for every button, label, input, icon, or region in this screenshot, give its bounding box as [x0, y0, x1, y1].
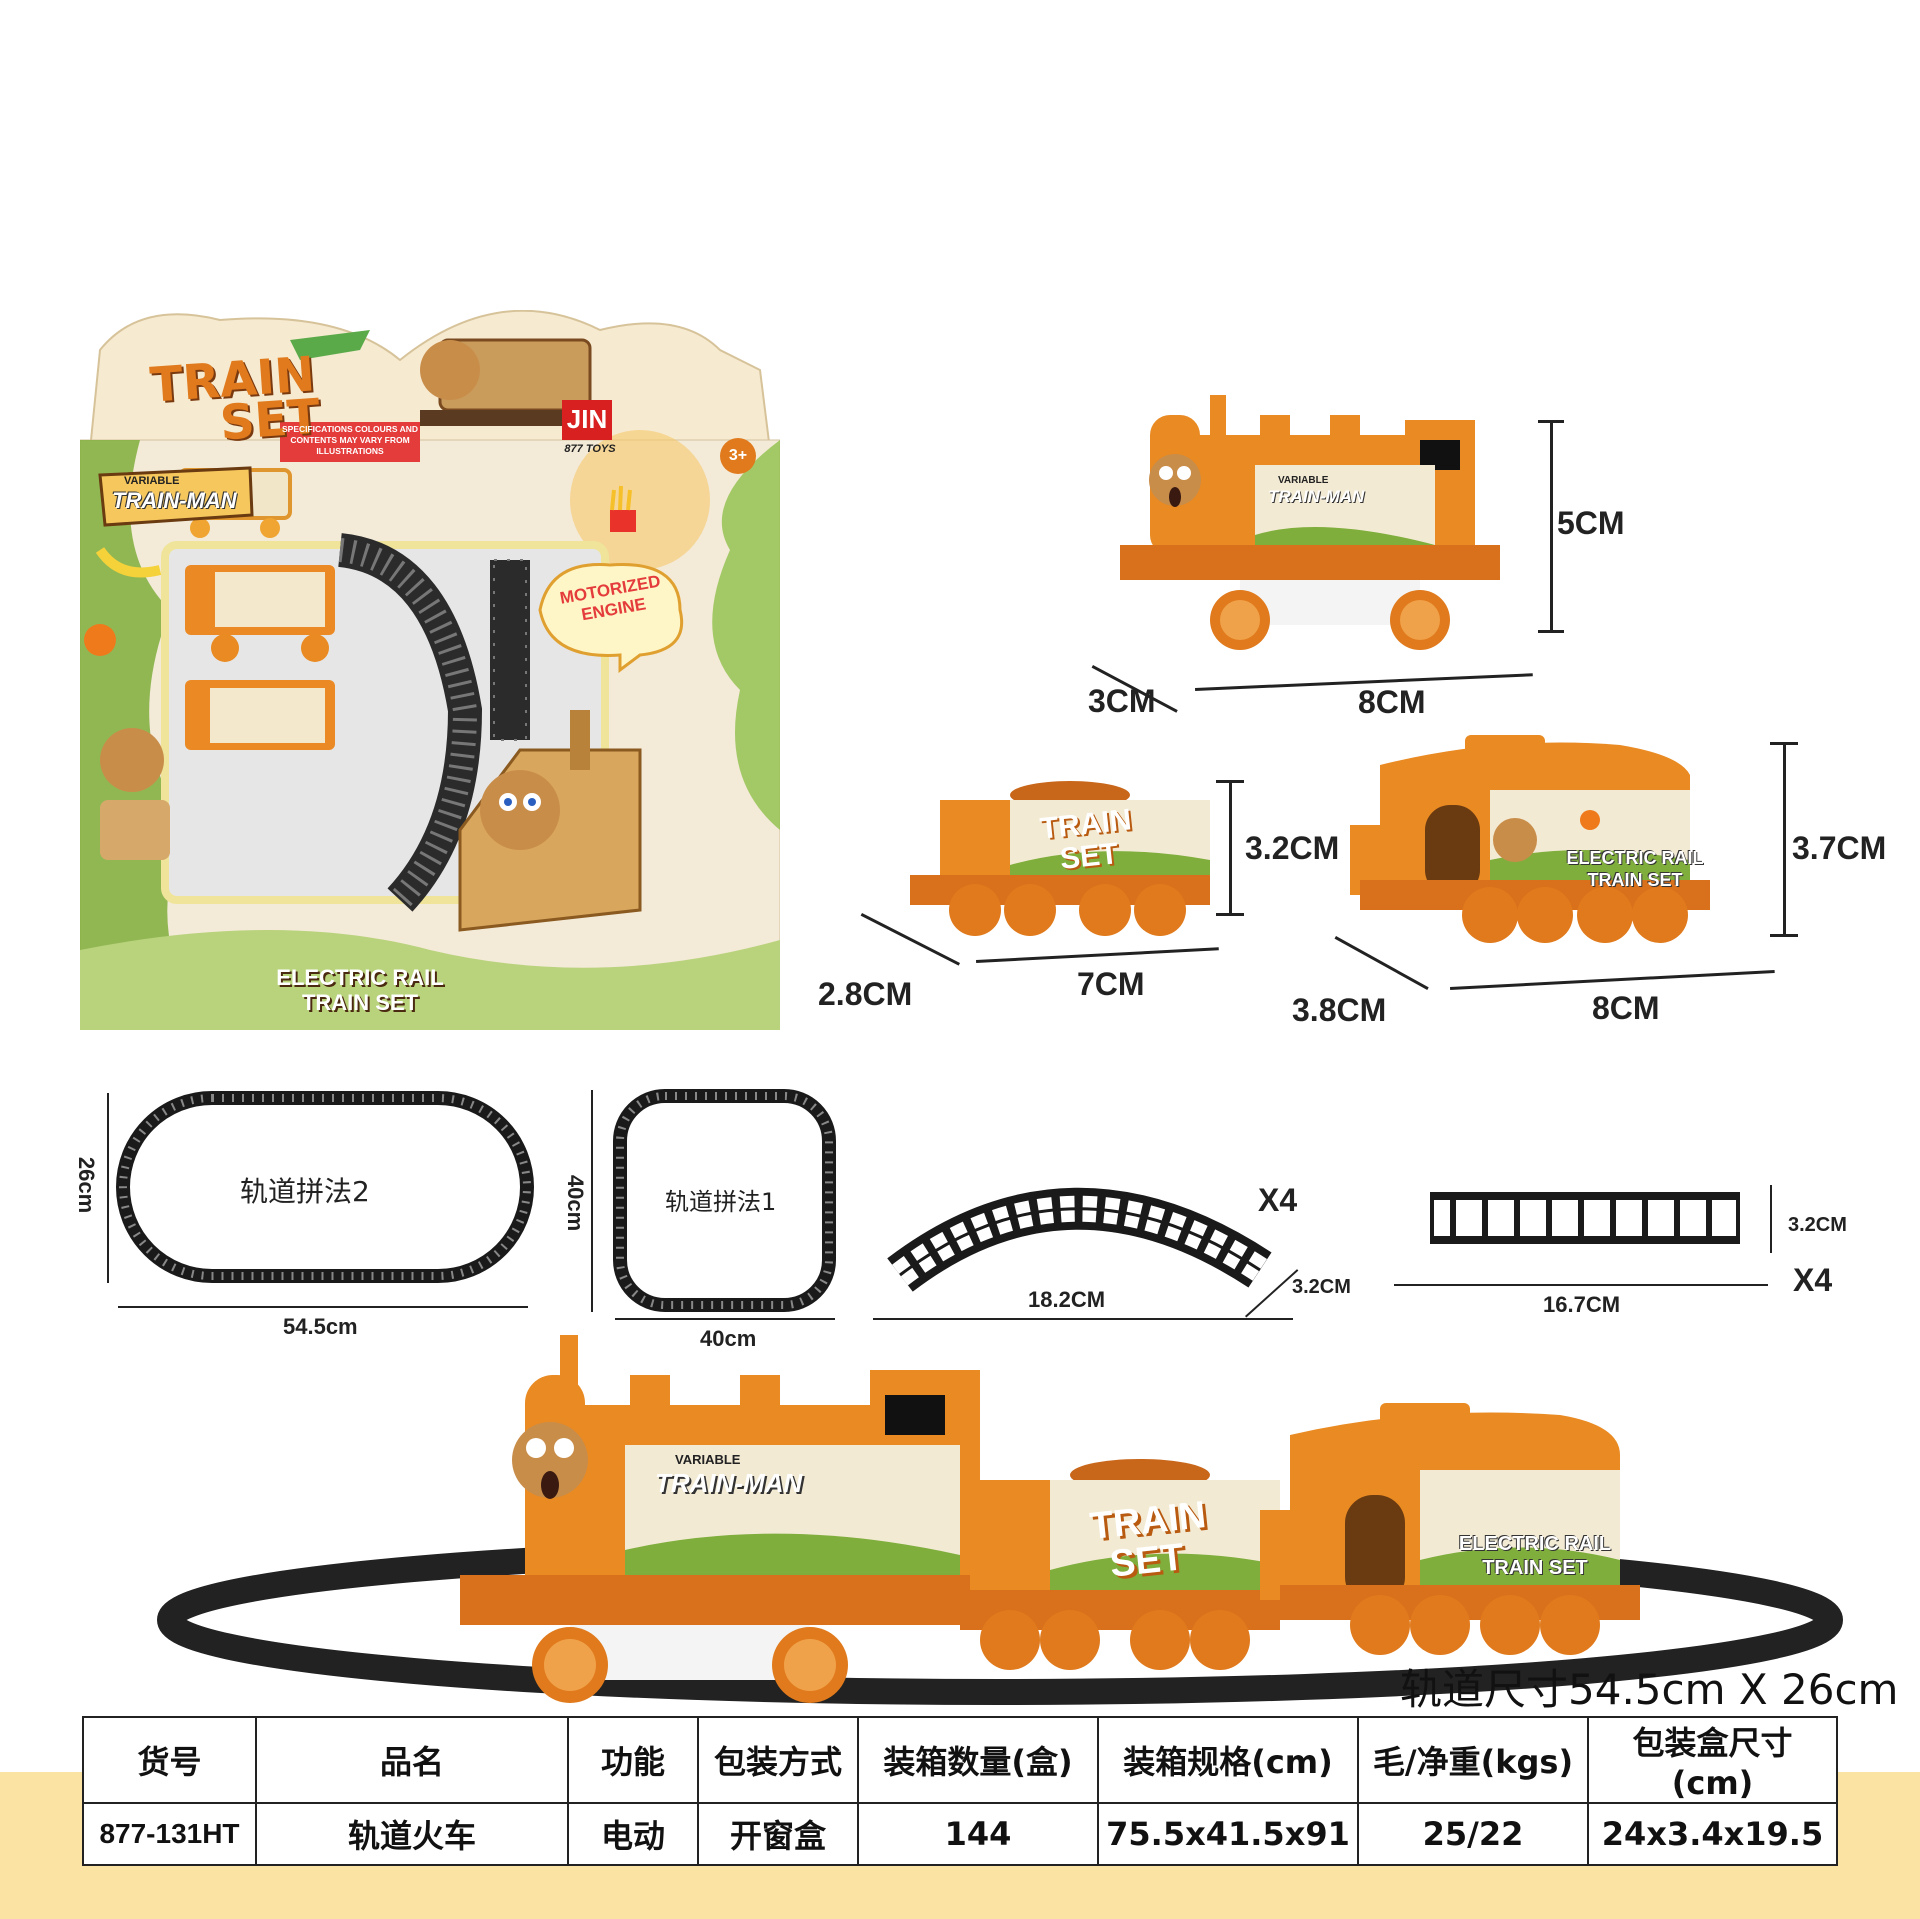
coal-car-height-tick-top — [1216, 780, 1244, 783]
header-carton-qty: 装箱数量(盒) — [857, 1716, 1099, 1804]
age-badge: 3+ — [720, 438, 756, 474]
train-engine-series-label: VARIABLE — [675, 1452, 741, 1467]
engine-height-tick-bottom — [1538, 630, 1564, 633]
straight-track-width-line — [1770, 1185, 1772, 1253]
engine-depth-label: 3CM — [1088, 683, 1156, 719]
curved-track-width-label: 3.2CM — [1292, 1276, 1351, 1298]
engine-height-line — [1550, 420, 1553, 632]
header-packing: 包装方式 — [697, 1716, 859, 1804]
brand-logo: JIN — [566, 404, 608, 434]
caboose-height-tick-top — [1770, 742, 1798, 745]
caboose-label-line2: TRAIN SET — [1587, 870, 1683, 890]
straight-track-piece — [1430, 1192, 1740, 1244]
brand-subtitle: 877 TOYS — [564, 443, 616, 455]
curved-track-length-line — [873, 1318, 1293, 1320]
engine-image — [1120, 395, 1500, 650]
square-height-line — [591, 1090, 593, 1312]
train-caboose-label-line1: ELECTRIC RAIL — [1458, 1533, 1612, 1555]
series-name: TRAIN-MAN — [112, 488, 237, 513]
header-carton-size: 装箱规格(cm) — [1097, 1716, 1359, 1804]
cell-weight: 25/22 — [1357, 1802, 1589, 1866]
spec-table: 货号 品名 功能 包装方式 装箱数量(盒) 装箱规格(cm) 毛/净重(kgs)… — [82, 1716, 1838, 1866]
package-box: TRAIN SET 3+ JIN 877 TOYS SPECIFICATIONS… — [80, 310, 780, 1030]
track-size-label: 轨道尺寸54.5cm X 26cm — [1400, 1665, 1899, 1714]
assembled-train-image — [157, 1335, 1843, 1705]
train-caboose-label-line2: TRAIN SET — [1482, 1557, 1588, 1579]
engine-series-label: VARIABLE — [1278, 475, 1329, 486]
engine-length-label: 8CM — [1358, 684, 1426, 720]
header-weight: 毛/净重(kgs) — [1357, 1716, 1589, 1804]
oval-width-label: 54.5cm — [283, 1314, 358, 1339]
cell-product-name: 轨道火车 — [255, 1802, 569, 1866]
cell-function: 电动 — [567, 1802, 699, 1866]
square-layout-label: 轨道拼法1 — [665, 1188, 777, 1216]
square-height-label: 40cm — [563, 1174, 589, 1232]
header-function: 功能 — [567, 1716, 699, 1804]
caboose-height-line — [1783, 742, 1786, 936]
package-bottom-line2: TRAIN SET — [301, 990, 419, 1015]
straight-track-length-line — [1394, 1284, 1768, 1286]
caboose-height-label: 3.7CM — [1792, 830, 1887, 866]
engine-name-label: TRAIN-MAN — [1268, 487, 1365, 506]
cell-carton-qty: 144 — [857, 1802, 1099, 1866]
oval-height-label: 26cm — [74, 1156, 100, 1214]
caboose-length-line — [1450, 969, 1775, 990]
straight-track-width-label: 3.2CM — [1788, 1214, 1847, 1236]
curved-track-piece — [887, 1187, 1272, 1292]
square-width-line — [615, 1318, 835, 1320]
coal-car-height-tick-bottom — [1216, 913, 1244, 916]
coal-car-height-label: 3.2CM — [1245, 830, 1340, 866]
caboose-depth-label: 3.8CM — [1292, 992, 1387, 1028]
train-coal-label-line2: SET — [1107, 1536, 1186, 1586]
caboose-height-tick-bottom — [1770, 934, 1798, 937]
curved-track-length-label: 18.2CM — [1028, 1287, 1106, 1312]
spec-table-header-row: 货号 品名 功能 包装方式 装箱数量(盒) 装箱规格(cm) 毛/净重(kgs)… — [82, 1716, 1838, 1804]
square-layout-diagram — [613, 1089, 836, 1312]
curved-track-count: X4 — [1258, 1182, 1298, 1218]
package-bottom-line1: ELECTRIC RAIL — [276, 965, 444, 990]
straight-track-count: X4 — [1793, 1262, 1833, 1298]
oval-layout-label: 轨道拼法2 — [240, 1175, 370, 1208]
coal-car-label-line2: SET — [1058, 837, 1120, 876]
oval-height-line — [107, 1093, 109, 1283]
oval-width-line — [118, 1306, 528, 1308]
cell-packing: 开窗盒 — [697, 1802, 859, 1866]
engine-height-label: 5CM — [1557, 505, 1625, 541]
header-box-size: 包装盒尺寸(cm) — [1587, 1716, 1838, 1804]
caboose-image — [1350, 735, 1710, 943]
cell-item-no: 877-131HT — [82, 1802, 257, 1866]
coal-car-length-label: 7CM — [1077, 966, 1145, 1002]
train-engine-name-label: TRAIN-MAN — [655, 1468, 803, 1498]
caboose-label-line1: ELECTRIC RAIL — [1566, 848, 1704, 868]
straight-track-length-label: 16.7CM — [1543, 1292, 1621, 1317]
coal-car-depth-label: 2.8CM — [818, 976, 913, 1012]
cell-box-size: 24x3.4x19.5 — [1587, 1802, 1838, 1866]
oval-layout-diagram — [116, 1091, 534, 1283]
header-product-name: 品名 — [255, 1716, 569, 1804]
header-item-no: 货号 — [82, 1716, 257, 1804]
table-row: 877-131HT 轨道火车 电动 开窗盒 144 75.5x41.5x91 2… — [82, 1802, 1838, 1866]
caboose-length-label: 8CM — [1592, 990, 1660, 1026]
coal-car-image — [910, 781, 1210, 936]
coal-car-length-line — [976, 947, 1219, 963]
square-width-label: 40cm — [700, 1326, 757, 1351]
engine-height-tick-top — [1538, 420, 1564, 423]
series-top-label: VARIABLE — [124, 475, 180, 487]
disclaimer-text: SPECIFICATIONS COLOURS AND CONTENTS MAY … — [281, 424, 418, 456]
cell-carton-size: 75.5x41.5x91 — [1097, 1802, 1359, 1866]
package-artwork — [80, 310, 780, 1030]
coal-car-height-line — [1229, 780, 1232, 915]
